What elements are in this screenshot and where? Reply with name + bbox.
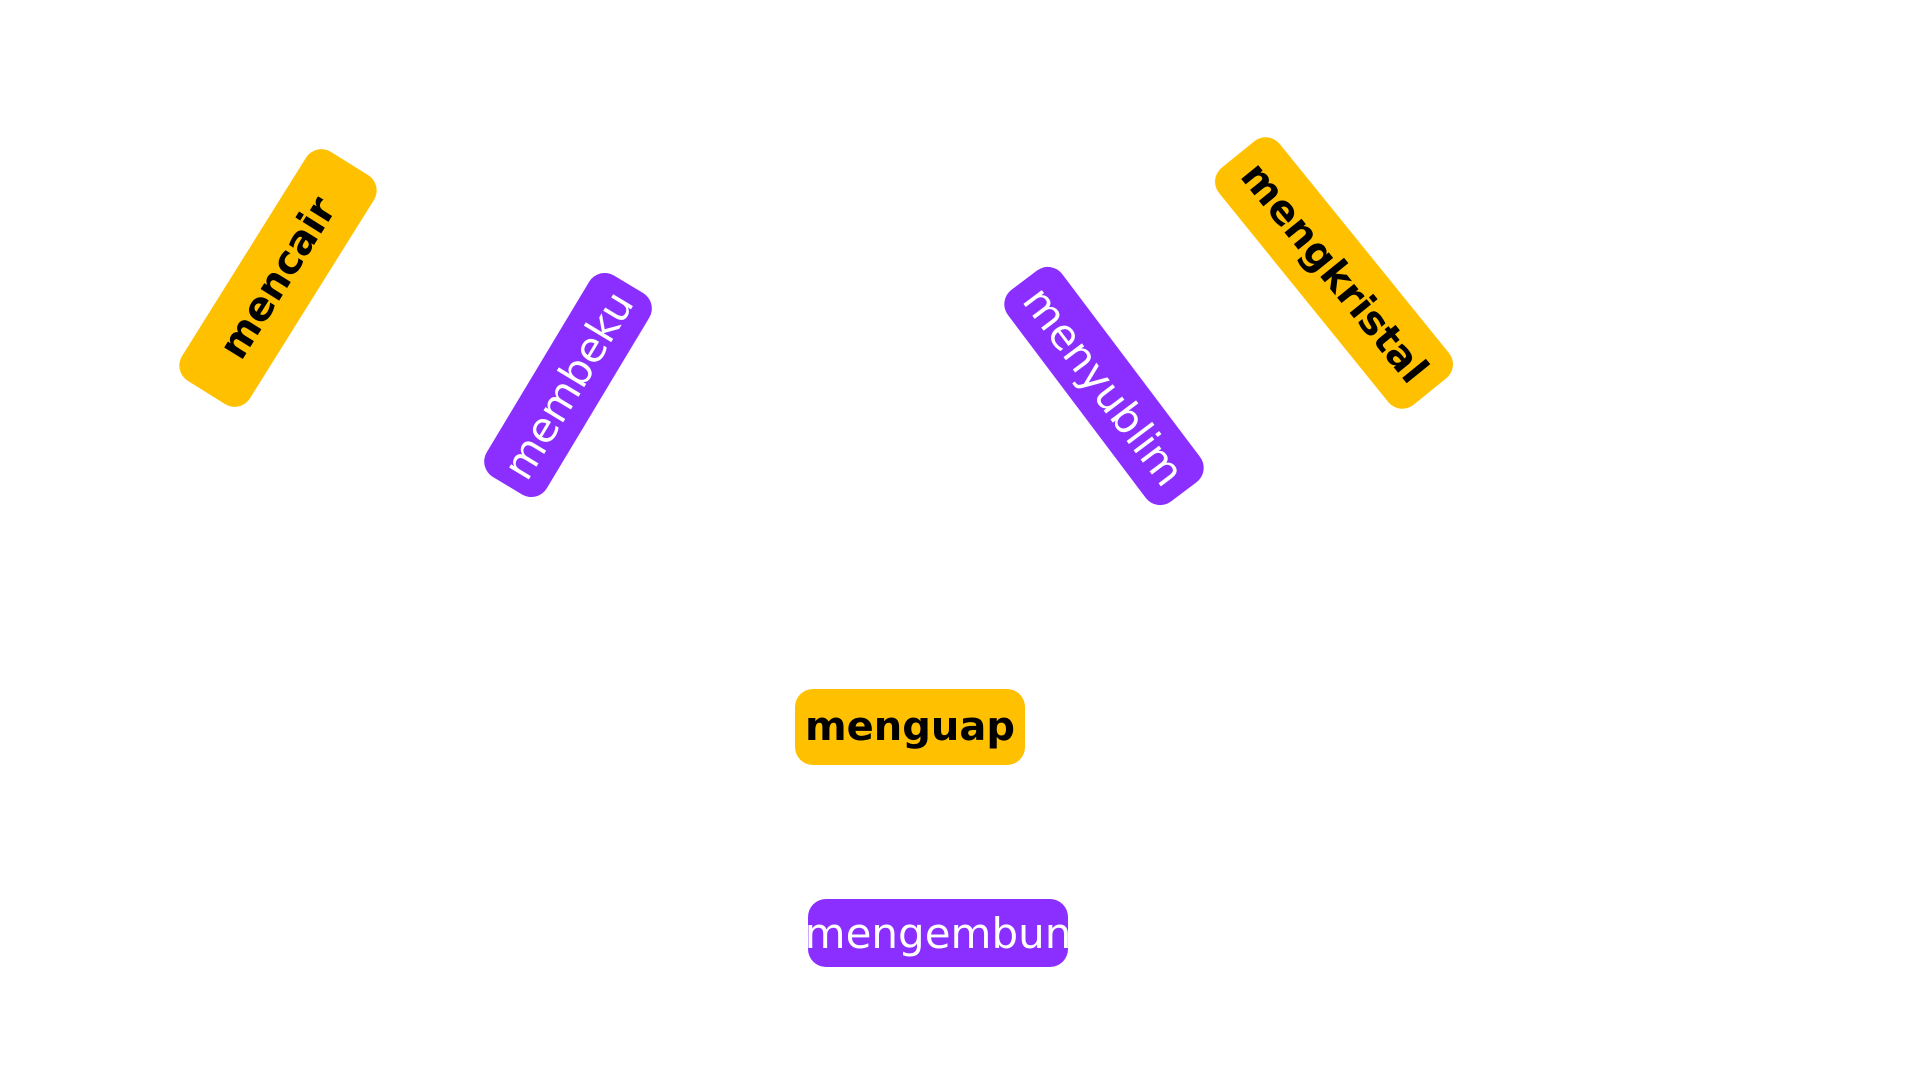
label-mengkristal: mengkristal (1207, 129, 1461, 417)
label-membeku-text: membeku (492, 282, 644, 488)
label-menguap: menguap (795, 689, 1025, 765)
label-menyublim: menyublim (997, 259, 1211, 513)
label-mengkristal-text: mengkristal (1231, 153, 1437, 393)
label-mencair: mencair (172, 142, 384, 414)
label-mengembun-text: mengembun (804, 908, 1072, 958)
label-membeku: membeku (477, 266, 659, 504)
label-mencair-text: mencair (210, 188, 346, 368)
label-menyublim-text: menyublim (1013, 277, 1195, 495)
label-menguap-text: menguap (804, 704, 1016, 750)
label-mengembun: mengembun (805, 899, 1071, 967)
